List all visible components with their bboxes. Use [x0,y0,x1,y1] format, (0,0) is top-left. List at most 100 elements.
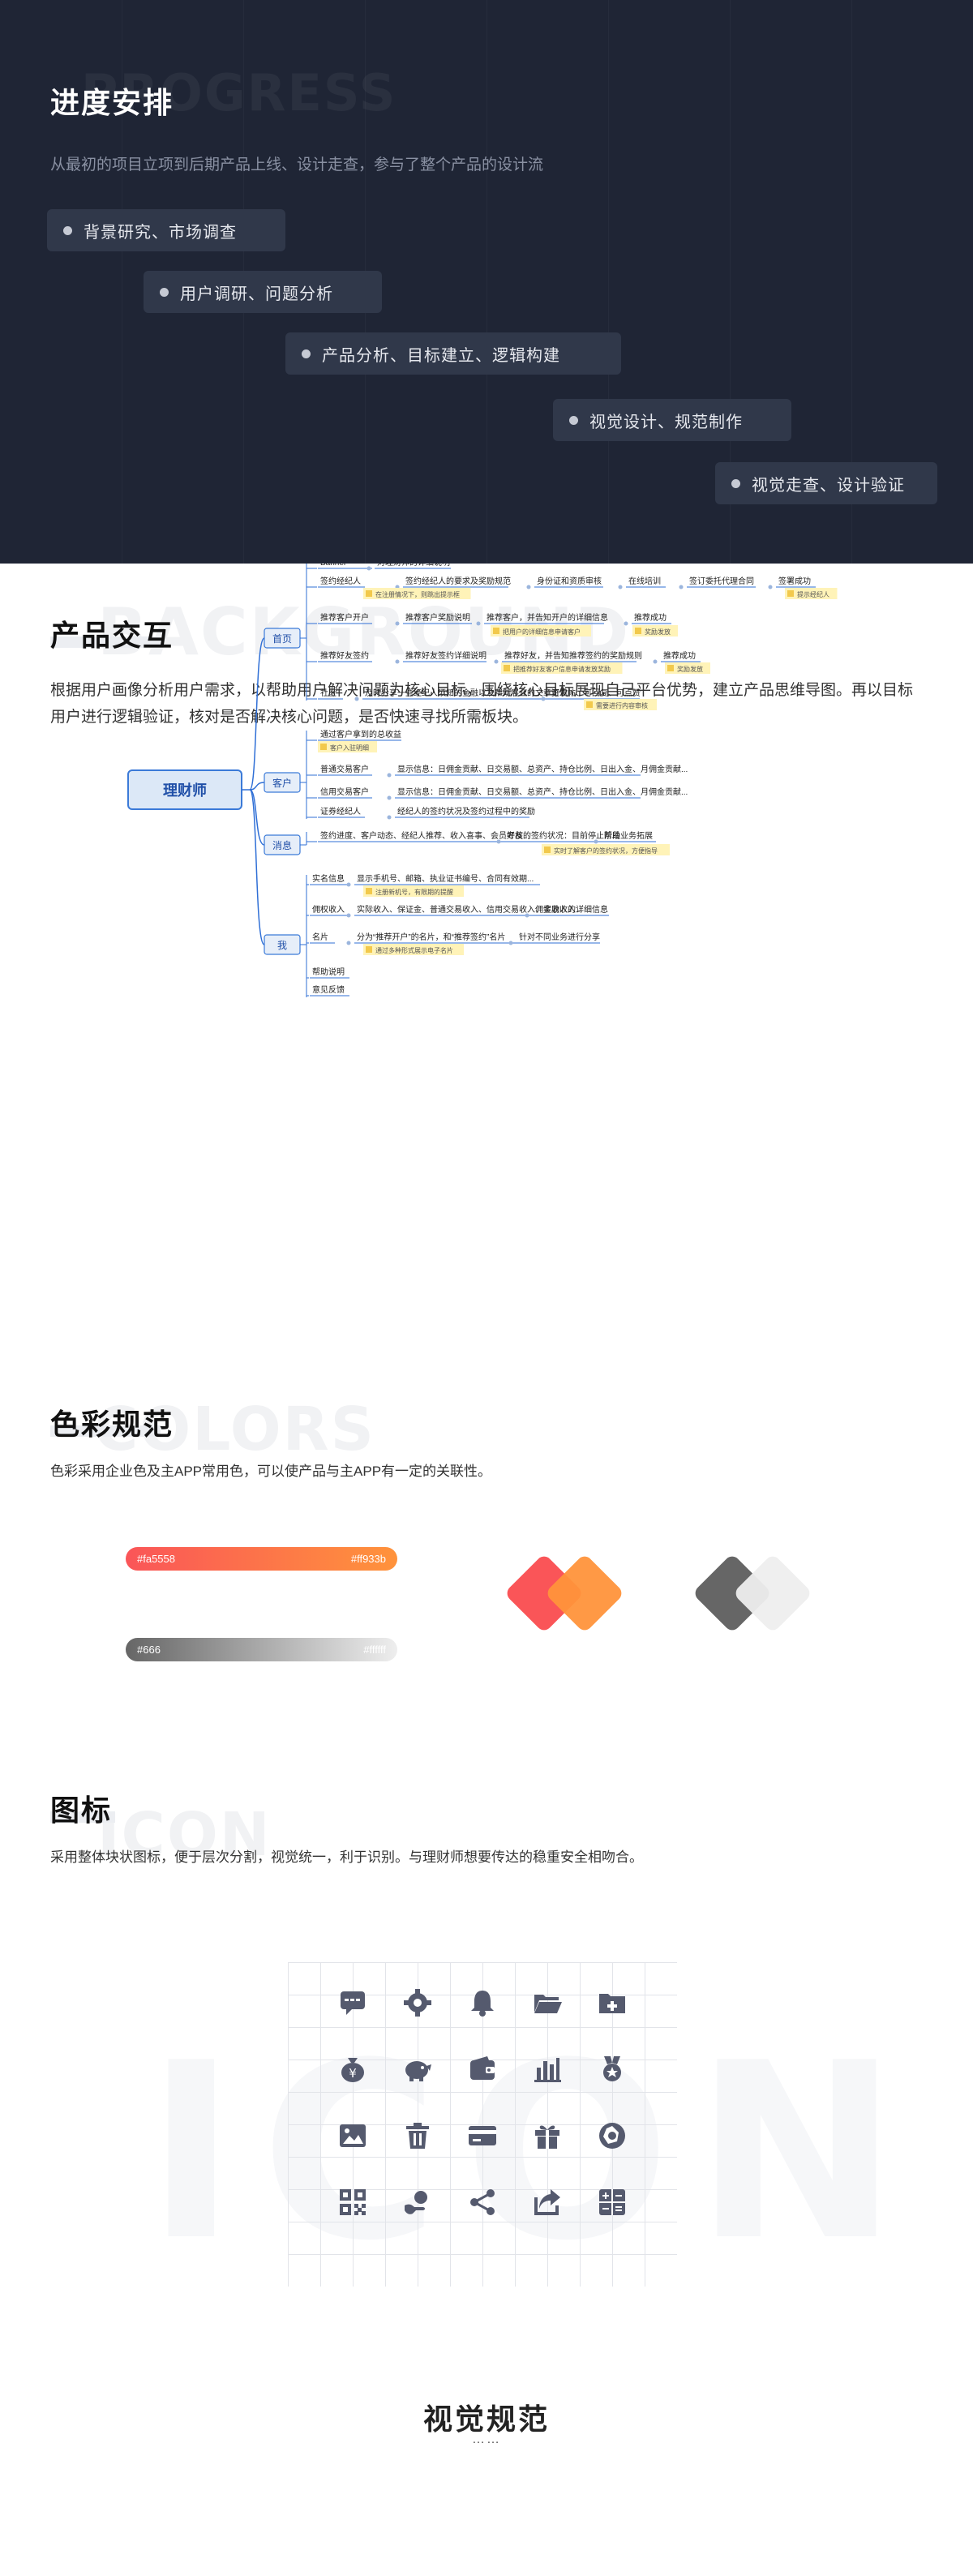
mindmap-branch-label: 客户 [272,777,292,789]
title-highlight [50,636,161,648]
mindmap-note-label: 把推荐好友客户信息申请发放奖励 [513,665,611,673]
mindmap-note-box [363,944,464,955]
note-icon [586,701,593,708]
gradient-start-label: #fa5558 [137,1553,175,1565]
mindmap-note-box [632,625,678,636]
mindmap-node-dot [618,585,623,589]
mindmap-node-label: 推荐好友签约详细说明 [405,650,486,661]
mindmap-node-label: 社区 [320,688,336,698]
mindmap-node-dot [354,697,359,701]
mindmap-branch-label: 首页 [272,633,292,645]
progress-section: PROGRESS 进度安排 从最初的项目立项到后期产品上线、设计走查，参与了整个… [0,0,973,564]
mindmap-node-label: 签署成功 [778,576,811,586]
mindmap-node-label: 证券经纪人 [320,806,361,817]
footer-title: 视觉规范 [422,2402,550,2436]
gradient-end-label: #ffffff [363,1644,386,1656]
share-icon [458,2178,507,2227]
mindmap-note-box [318,741,377,752]
mindmap-note-box [491,625,591,636]
mindmap-connector [300,731,307,819]
mindmap-node-label: 好友的签约状况：目前停止阶段 [507,830,620,841]
folder-add-icon [588,1978,637,2027]
mindmap-node-label: 显示信息：日佣金贡献、日交易额、总资产、持仓比例、日出入金、月佣金贡献... [397,764,688,774]
mindmap-node-label: 佣金收入的详细信息 [535,904,608,915]
mindmap-note-label: 在注册情况下，则跳出提示框 [375,590,460,598]
mindmap-node-label: 推荐好友，并告知推荐签约的奖励规则 [504,650,642,661]
footer-dots: …… [472,2432,501,2446]
gradient-start-label: #666 [137,1644,161,1656]
mindmap-node-dot [494,659,499,664]
title-highlight [50,1425,161,1437]
note-icon [504,665,510,671]
mindmap-note-label: 奖励发放 [677,665,703,673]
gradient-bar-brand: #fa5558 #ff933b [126,1547,397,1571]
mindmap-node-dot [366,566,371,571]
section-description: 采用整体块状图标，便于层次分割，视觉统一，利于识别。与理财师想要传达的稳重安全相… [50,1849,643,1865]
title-highlight [50,1811,115,1823]
forward-icon [523,2178,572,2227]
mindmap-node-label: 签约经纪人 [320,576,361,586]
mindmap-note-box [542,844,670,855]
trash-icon [393,2111,442,2160]
mindmap-node-label: 分为“推荐开户”的名片，和“推荐签约”名片 [357,932,505,942]
note-icon [787,590,794,597]
mindmap-connector [249,782,265,791]
gradient-end-label: #ff933b [350,1553,386,1565]
mindmap-node-dot [541,697,546,701]
mindmap-node-dot [525,913,529,918]
mindmap-node-dot [346,941,351,945]
mindmap-node-label: 签订委托代理合同 [689,576,754,586]
mindmap-note-label: 注册新机号，有限期的提醒 [375,888,453,896]
mindmap-node-dot [346,913,351,918]
mindmap-note-box [785,588,838,599]
step-item: 产品分析、目标建立、逻辑构建 [285,332,621,375]
bullet-icon [160,287,169,297]
mindmap-node-dot [496,839,501,844]
icons-section: ICON 图标 采用整体块状图标，便于层次分割，视觉统一，利于识别。与理财师想要… [0,1759,973,2576]
section-title: 色彩规范 [50,1408,174,1441]
mindmap-note-label: 通过多种形式展示电子名片 [375,946,453,954]
step-label: 产品分析、目标建立、逻辑构建 [322,346,560,365]
wallet-icon [458,2045,507,2094]
step-label: 视觉走查、设计验证 [752,476,905,495]
mindmap-node-label: 信用交易客户 [320,787,369,797]
step-item: 用户调研、问题分析 [144,271,382,313]
mindmap-node-label: 佣权收入 [312,904,345,915]
mindmap-note-box [584,699,657,710]
step-label: 视觉设计、规范制作 [589,413,743,431]
mindmap-node-label: 实名信息 [312,873,345,884]
gift-icon [523,2111,572,2160]
colors-section: COLORS 色彩规范 色彩采用企业色及主APP常用色，可以使产品与主APP有一… [0,1338,973,1759]
note-icon [366,888,372,894]
settings-icon [393,1978,442,2027]
section-description: 色彩采用企业色及主APP常用色，可以使产品与主APP有一定的关联性。 [50,1464,492,1479]
mindmap-node-label: 推荐客户开户 [320,612,369,623]
grid-line [486,0,487,564]
step-item: 视觉走查、设计验证 [715,462,937,504]
mindmap-node-label: 帮助说明 [312,967,345,977]
mindmap-node-label: 普通交易客户 [320,764,369,774]
mindmap-node-dot [346,882,351,887]
gradient-bar-neutral: #666 #ffffff [126,1638,397,1661]
mindmap-note-box [501,662,623,674]
mindmap-node-dot [387,773,392,778]
mindmap-node-dot [653,659,658,664]
mindmap-note-label: 需要进行内容审核 [596,701,648,709]
mindmap-node-label: 经纪人的签约状况及签约过程中的奖励 [397,806,535,817]
mindmap-note-box [363,588,471,599]
section-title: 图标 [50,1794,113,1827]
mindmap-branch-label: 消息 [272,839,292,851]
mindmap-node-label: 推荐好友签约 [320,650,369,661]
mindmap-node-dot [476,621,481,626]
step-item: 背景研究、市场调查 [47,209,285,251]
money-bag-icon: ¥ [328,2045,377,2094]
mindmap-node-dot [387,815,392,820]
mindmap-node-dot [387,795,392,800]
step-label: 用户调研、问题分析 [180,285,333,303]
mindmap-node-label: 针对不同业务进行分享 [519,932,600,942]
step-item: 视觉设计、规范制作 [553,399,791,441]
mindmap-node-label: 推荐客户，并告知开户的详细信息 [486,612,608,623]
mindmap-node-label: Banner [320,564,347,568]
section-watermark: PROGRESS [81,63,397,122]
mindmap-connector [300,875,307,997]
